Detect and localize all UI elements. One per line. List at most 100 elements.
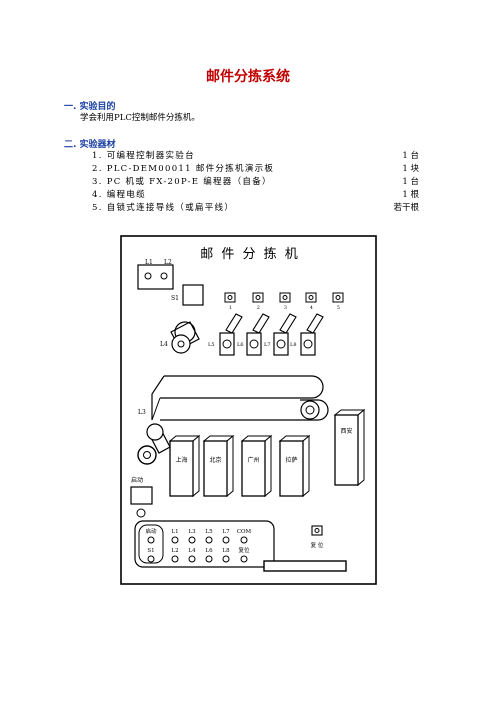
terminal-label: L8 <box>222 548 230 554</box>
reset-button <box>311 525 323 536</box>
start-indicator <box>136 508 146 518</box>
label-l3: L3 <box>138 409 146 416</box>
lever-arm <box>225 313 243 334</box>
label-l1: L1 <box>145 259 153 266</box>
terminal-label: 复位 <box>238 546 250 554</box>
terminal-label: L6 <box>205 548 213 554</box>
motor-l4 <box>170 321 200 354</box>
bin-xian-label: 西安 <box>340 427 352 435</box>
equipment-item: 5. 自锁式连接导线（或扁平线） <box>92 203 235 213</box>
lever-arm <box>252 313 270 334</box>
light-l8 <box>303 339 313 349</box>
lever-body <box>246 332 262 356</box>
section-heading-equipment: 二. 实验器材 <box>64 140 116 150</box>
station-indicator <box>332 292 344 303</box>
station-number: 1 <box>229 305 232 311</box>
l1-l2-box <box>137 264 174 290</box>
station-indicators: 1 2 3 4 5 <box>224 292 344 311</box>
terminal-socket <box>147 536 155 544</box>
station-indicator <box>305 292 317 303</box>
terminal-socket <box>205 536 213 544</box>
bin-label: 拉萨 <box>285 456 297 464</box>
equipment-item: 2. PLC-DEM00011 邮件分拣机演示板 <box>92 164 275 174</box>
terminal-socket <box>147 555 155 563</box>
label-l4: L4 <box>160 341 168 348</box>
lamp-l1 <box>144 272 152 280</box>
label-s1: S1 <box>171 295 179 302</box>
terminal-socket <box>205 555 213 563</box>
bin <box>169 440 194 497</box>
terminal-row-top: 启动 L1 L3 L5 L7 COM <box>145 527 252 544</box>
reset-label: 复 位 <box>311 541 324 549</box>
sensor-s1 <box>182 284 204 306</box>
terminal-label: L5 <box>205 529 213 535</box>
terminal-socket <box>171 555 179 563</box>
lever-light-label: L6 <box>237 342 244 348</box>
light-l5 <box>222 339 232 349</box>
terminal-label: COM <box>237 529 252 535</box>
terminal-label: 启动 <box>145 527 157 535</box>
destination-bins: 上海 北京 广州 拉萨 <box>168 434 311 498</box>
terminal-label: S1 <box>147 548 154 554</box>
bin-xian <box>334 414 359 486</box>
terminal-socket <box>188 555 196 563</box>
label-l2: L2 <box>164 259 172 266</box>
terminal-socket <box>171 536 179 544</box>
equipment-item: 3. PC 机或 FX-20P-E 编程器（自备） <box>92 177 272 187</box>
station-number: 3 <box>284 305 287 311</box>
terminal-label: L7 <box>222 529 230 535</box>
bin <box>279 440 304 497</box>
lever-light-label: L8 <box>290 342 297 348</box>
equipment-item: 4. 编程电缆 <box>92 190 146 200</box>
start-button <box>130 486 153 505</box>
equipment-qty: 若干根 <box>393 203 419 213</box>
bin <box>203 440 228 497</box>
bin <box>241 440 266 497</box>
terminal-start-s1-group <box>138 524 164 564</box>
connector-strip <box>263 560 347 572</box>
board-title: 邮 件 分 拣 机 <box>200 247 300 262</box>
equipment-qty: 1 台 <box>402 151 419 161</box>
equipment-item: 1. 可编程控制器实验台 <box>92 151 195 161</box>
bin-label: 北京 <box>209 456 221 464</box>
terminal-socket <box>222 555 230 563</box>
terminal-socket <box>188 536 196 544</box>
equipment-qty: 1 根 <box>402 190 419 200</box>
lever-group: L5 L6 L7 L8 <box>208 313 324 356</box>
equipment-qty: 1 块 <box>402 164 419 174</box>
terminal-label: L2 <box>171 548 178 554</box>
bin-label: 上海 <box>175 456 187 464</box>
terminal-block <box>134 520 275 568</box>
lever-body <box>300 332 316 356</box>
purpose-text: 学会利用PLC控制邮件分拣机。 <box>80 113 200 123</box>
terminal-socket <box>240 536 248 544</box>
terminal-label: L3 <box>188 529 196 535</box>
terminal-label: L1 <box>171 529 178 535</box>
station-indicator <box>252 292 264 303</box>
lever-arm <box>306 313 324 334</box>
terminal-socket <box>240 555 248 563</box>
light-l7 <box>276 339 286 349</box>
lamp-l2 <box>160 272 168 280</box>
conveyor-belt <box>151 375 329 421</box>
lever-light-label: L5 <box>208 342 215 348</box>
lever-body <box>219 332 235 356</box>
page-title: 邮件分拣系统 <box>206 69 290 85</box>
station-indicator <box>279 292 291 303</box>
motor-l3 <box>137 423 171 465</box>
light-l6 <box>249 339 259 349</box>
section-heading-purpose: 一. 实验目的 <box>64 102 116 112</box>
terminal-label: L4 <box>188 548 196 554</box>
lever-body <box>273 332 289 356</box>
start-label: 启动 <box>131 476 143 484</box>
station-number: 2 <box>257 305 260 311</box>
equipment-qty: 1 台 <box>402 177 419 187</box>
terminal-row-bottom: S1 L2 L4 L6 L8 复位 <box>147 546 250 563</box>
conveyor-roller <box>300 400 320 420</box>
lever-light-label: L7 <box>264 342 271 348</box>
terminal-socket <box>222 536 230 544</box>
lever-arm <box>279 313 297 334</box>
station-number: 5 <box>337 305 340 311</box>
station-indicator <box>224 292 236 303</box>
